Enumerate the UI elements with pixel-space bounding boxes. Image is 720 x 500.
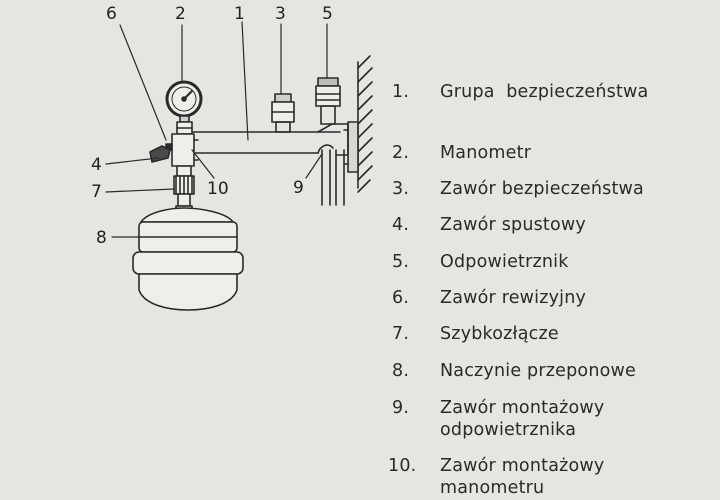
- callout-8: 8: [96, 228, 107, 248]
- legend-number: 1.: [392, 82, 410, 102]
- legend-number: 8.: [392, 361, 410, 381]
- legend-number: 5.: [392, 252, 410, 272]
- legend-number: 7.: [392, 324, 410, 344]
- legend-label: Zawór spustowy: [440, 215, 586, 235]
- legend-number: 2.: [392, 143, 410, 163]
- legend-label: Odpowietrznik: [440, 252, 569, 272]
- callout-1: 1: [234, 4, 245, 24]
- legend-number: 4.: [392, 215, 410, 235]
- wall-bracket: [343, 121, 359, 173]
- legend-label: Szybkozłącze: [440, 324, 559, 344]
- legend-label: Zawór bezpieczeństwa: [440, 179, 644, 199]
- callout-6: 6: [106, 4, 117, 24]
- legend-label: Zawór montażowy manometru: [440, 456, 605, 498]
- expansion-vessel: [132, 205, 244, 311]
- legend-label: Zawór rewizyjny: [440, 288, 587, 308]
- callout-2: 2: [175, 4, 186, 24]
- legend: 1. Grupa bezpieczeństwa 2. Manometr 3. Z…: [388, 0, 720, 500]
- supply-pipes: [321, 149, 345, 206]
- callout-9: 9: [293, 178, 304, 198]
- legend-label: Zawór montażowy odpowietrznika: [440, 398, 605, 440]
- legend-label: Naczynie przeponowe: [440, 361, 637, 381]
- left-tee: [149, 133, 199, 167]
- callout-3: 3: [275, 4, 286, 24]
- callout-7: 7: [91, 182, 102, 202]
- quick-coupler: [173, 165, 195, 207]
- legend-number: 9.: [392, 398, 410, 418]
- callout-4: 4: [91, 155, 102, 175]
- callout-10: 10: [207, 179, 229, 199]
- callout-leaders: [105, 21, 328, 238]
- wall: [357, 55, 373, 193]
- manometer: [165, 80, 203, 135]
- main-pipe: [177, 123, 349, 156]
- safety-valve: [271, 93, 295, 133]
- callout-5: 5: [322, 4, 333, 24]
- air-vent: [315, 77, 341, 125]
- legend-label: Manometr: [440, 143, 532, 163]
- legend-number: 3.: [392, 179, 410, 199]
- safety-group-diagram: 6 2 1 3 5 4 7 8 9 10: [91, 4, 373, 311]
- legend-number: 6.: [392, 288, 410, 308]
- legend-number: 10.: [388, 456, 417, 476]
- legend-label: Grupa bezpieczeństwa: [440, 82, 649, 102]
